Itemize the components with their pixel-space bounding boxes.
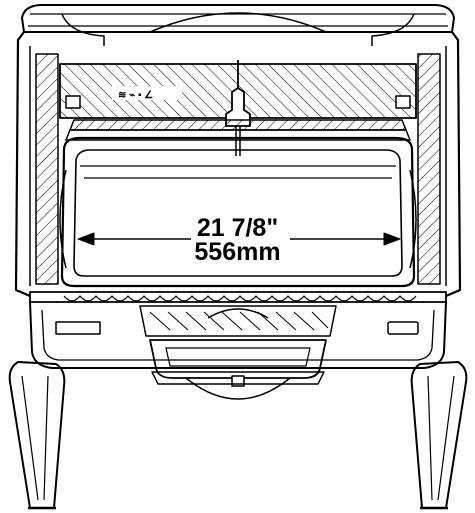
brick-row — [69, 119, 407, 131]
plinth-arc — [185, 377, 291, 400]
door-right-bulge — [409, 169, 417, 269]
grille-lines — [149, 311, 329, 331]
door-glass — [73, 149, 403, 277]
top-arch — [149, 12, 327, 33]
baffle-label-box — [112, 86, 182, 100]
top-cover — [21, 4, 455, 33]
baffle-mark: ≋ ⌁ ▪ ∠ — [118, 90, 153, 101]
baffle-left-tab — [65, 95, 81, 109]
base-body — [29, 301, 447, 369]
left-leg-inner — [21, 375, 49, 501]
left-nameplate — [55, 321, 101, 335]
base-inner — [41, 309, 435, 361]
dimension-arrow-right — [383, 232, 401, 246]
right-leg-inner — [427, 375, 455, 501]
width-dimension-metric: 556mm — [0, 238, 475, 266]
width-dimension-imperial: 21 7/8" — [0, 214, 475, 242]
dimension-arrow-left — [77, 232, 95, 246]
baffle-right-tab — [395, 95, 411, 109]
ash-pan-inner — [165, 347, 311, 367]
top-lip-left — [61, 13, 105, 46]
right-badge — [387, 321, 419, 335]
plinth-knob — [231, 375, 245, 387]
right-side-firebrick — [417, 53, 441, 285]
door-left-bulge — [59, 169, 67, 269]
brick-row-lower — [65, 129, 411, 141]
right-leg — [410, 361, 468, 509]
center-shaft — [235, 126, 241, 156]
right-outer-wall — [445, 31, 462, 298]
left-outer-wall — [14, 31, 31, 298]
center-grille — [139, 305, 337, 337]
scallop-band — [63, 295, 417, 302]
left-leg — [8, 361, 66, 509]
plinth-base — [151, 371, 325, 385]
door-frame-outer — [60, 136, 416, 288]
top-lip-right — [371, 13, 415, 46]
door-handle — [207, 308, 269, 319]
left-side-firebrick — [35, 53, 59, 285]
